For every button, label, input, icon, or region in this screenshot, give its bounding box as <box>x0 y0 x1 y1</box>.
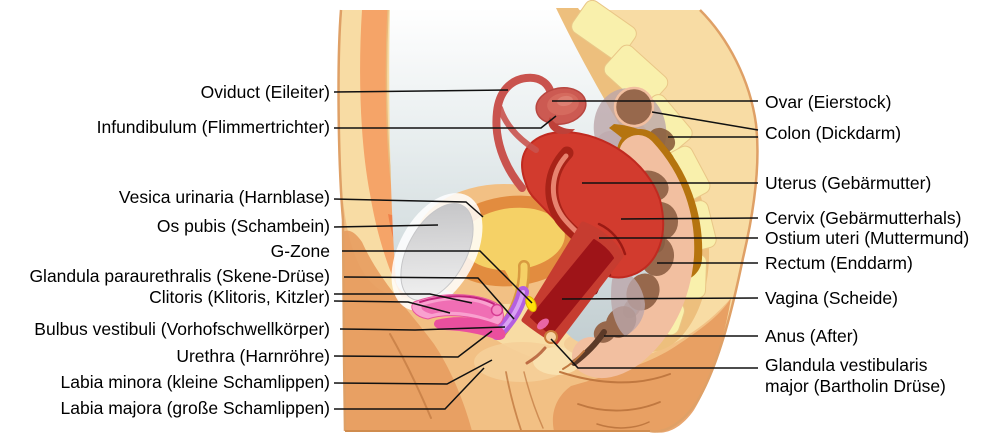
leader-urethra <box>333 330 493 358</box>
anal-canal <box>571 329 607 366</box>
label-cervix: Cervix (Gebärmutterhals) <box>765 208 962 228</box>
label-oviduct: Oviduct (Eileiter) <box>200 82 330 102</box>
label-vesica-urinaria: Vesica urinaria (Harnblase) <box>118 187 330 207</box>
leader-infundibulum <box>334 115 557 129</box>
label-vagina: Vagina (Scheide) <box>765 288 898 308</box>
leader-os-pubis <box>333 224 439 228</box>
label-ovar: Ovar (Eierstock) <box>765 92 892 112</box>
leader-labia-majora <box>334 367 485 410</box>
body-outline <box>337 9 759 433</box>
glans-clitoris <box>490 303 504 317</box>
leader-vagina <box>561 297 759 300</box>
label-anus: Anus (After) <box>765 326 859 346</box>
pubic-bone <box>391 193 483 311</box>
leader-g-zone <box>342 250 533 304</box>
leader-bulbus-vestibuli <box>339 326 506 331</box>
leader-oviduct <box>333 89 509 93</box>
skin-creases <box>389 333 671 431</box>
leader-cervix <box>620 217 759 220</box>
pouch-of-douglas <box>611 266 645 336</box>
leader-glandula-vestibularis <box>550 338 758 369</box>
label-colon: Colon (Dickdarm) <box>765 123 902 143</box>
label-ostium-uteri: Ostium uteri (Muttermund) <box>765 228 970 248</box>
leader-colon-1 <box>651 111 759 131</box>
label-rectum: Rectum (Enddarm) <box>765 253 913 273</box>
rectum-shape <box>562 129 703 379</box>
leader-labia-minora <box>333 359 493 385</box>
label-g-zone: G-Zone <box>270 241 330 261</box>
label-glandula-vestibularis: Glandula vestibularis major (Bartholin D… <box>765 355 946 396</box>
label-bulbus-vestibuli: Bulbus vestibuli (Vorhofschwellkörper) <box>34 319 330 339</box>
label-os-pubis: Os pubis (Schambein) <box>156 216 330 236</box>
label-labia-majora: Labia majora (große Schamlippen) <box>60 398 330 418</box>
oviduct-shape <box>492 73 555 192</box>
leader-glandula-paraurethralis <box>343 276 515 320</box>
label-urethra: Urethra (Harnröhre) <box>176 346 330 366</box>
leader-vesica-urinaria <box>333 198 484 218</box>
vagina-shape <box>521 221 624 365</box>
leader-clitoris-1 <box>334 293 473 304</box>
label-labia-minora: Labia minora (kleine Schamlippen) <box>60 372 330 392</box>
label-infundibulum: Infundibulum (Flimmertrichter) <box>96 117 330 137</box>
bartholin-gland <box>544 330 558 344</box>
label-glandula-paraurethralis: Glandula paraurethralis (Skene-Drüse) <box>29 266 330 286</box>
label-clitoris: Clitoris (Klitoris, Kitzler) <box>149 287 330 307</box>
label-uterus: Uterus (Gebärmutter) <box>765 173 932 193</box>
leader-lines <box>333 89 759 410</box>
cervix-fold <box>597 222 627 256</box>
leader-clitoris-2 <box>333 300 451 314</box>
fimbriae <box>548 117 575 135</box>
